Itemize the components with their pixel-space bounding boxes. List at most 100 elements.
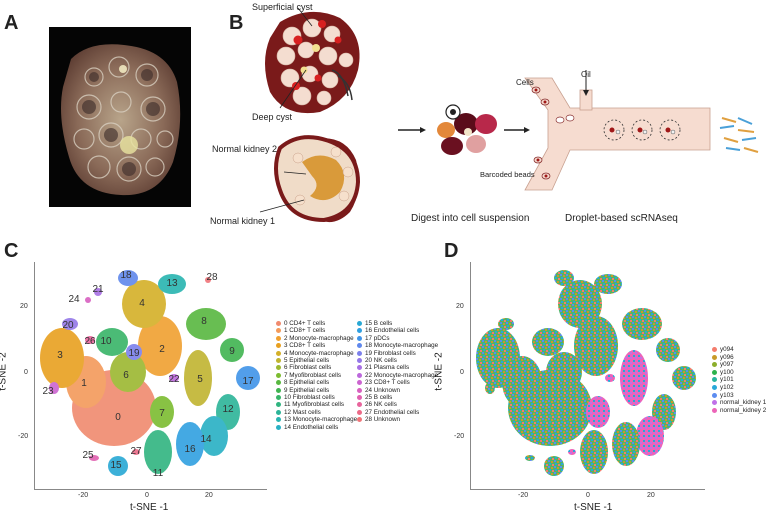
c-legend-label: 27 Endothelial cells: [365, 408, 420, 416]
cell-suspension-illustration: [437, 104, 497, 155]
cluster-label-5: 5: [197, 374, 203, 385]
d-legend-swatch: [712, 347, 717, 352]
d-xtick-neg20: -20: [518, 492, 529, 499]
cluster-label-24: 24: [68, 294, 80, 305]
c-legend-item: 7 Myofibroblast cells: [276, 372, 341, 379]
tsne-c-axes: [34, 262, 267, 490]
cluster-label-28: 28: [206, 272, 218, 283]
d-legend-item: y103: [712, 392, 734, 399]
c-legend-label: 28 Unknown: [365, 416, 401, 424]
c-legend-item: 0 CD4+ T cells: [276, 320, 325, 327]
c-legend-label: 18 Monocyte-macrophage: [365, 342, 439, 350]
label-barcoded-beads: Barcoded beads: [480, 170, 535, 179]
d-legend-swatch: [712, 392, 717, 398]
c-legend-swatch: [357, 365, 362, 371]
c-legend-swatch: [276, 343, 281, 349]
cluster-label-15: 15: [110, 460, 122, 471]
cluster-label-2: 2: [159, 344, 165, 355]
c-legend-swatch: [357, 372, 362, 378]
c-legend-item: 5 Epithelial cells: [276, 357, 329, 364]
kidney-photo: [49, 27, 191, 207]
d-legend-item: y100: [712, 369, 734, 376]
c-legend-swatch: [276, 424, 281, 430]
d-legend-swatch: [712, 377, 717, 383]
c-legend-swatch: [276, 365, 281, 371]
tsne-d-plot: [476, 270, 696, 476]
cluster-label-23: 23: [42, 386, 54, 397]
panel-letter-c: C: [4, 240, 19, 262]
c-legend-item: 6 Fibroblast cells: [276, 364, 331, 371]
c-legend-swatch: [276, 417, 281, 423]
d-ytick-neg20: -20: [454, 433, 465, 440]
microfluidic-chip-illustration: [524, 70, 711, 191]
cluster-label-25: 25: [82, 450, 94, 461]
workflow-diagram: [259, 7, 759, 223]
c-legend-label: 3 CD8+ T cells: [284, 342, 326, 350]
c-legend-swatch: [357, 380, 362, 386]
label-oil: Oil: [581, 70, 591, 79]
c-ylabel: t-SNE -2: [0, 352, 9, 391]
cluster-label-19: 19: [128, 348, 140, 359]
cluster-label-9: 9: [229, 346, 235, 357]
d-legend-label: y094: [720, 346, 734, 353]
d-legend-label: y101: [720, 376, 734, 384]
c-legend-item: 21 Plasma cells: [357, 364, 409, 371]
cluster-label-17: 17: [242, 376, 254, 387]
cluster-label-13: 13: [166, 278, 178, 289]
cluster-label-27: 27: [130, 446, 142, 457]
d-legend-swatch: [712, 362, 717, 368]
cluster-label-1: 1: [81, 378, 87, 389]
c-ytick-0: 0: [24, 369, 28, 376]
d-legend-label: y097: [720, 361, 734, 369]
cluster-label-4: 4: [139, 298, 145, 309]
c-legend-label: 0 CD4+ T cells: [284, 320, 326, 327]
d-legend-item: normal_kidney 1: [712, 399, 766, 406]
d-xtick-0: 0: [586, 492, 590, 499]
sequencing-reads-illustration: [719, 117, 759, 153]
c-legend-label: 17 pDCs: [365, 334, 390, 342]
c-legend-swatch: [357, 395, 362, 400]
c-legend-item: 1 CD8+ T cells: [276, 327, 325, 334]
cluster-label-26: 26: [84, 336, 96, 347]
c-legend-item: 4 Monocyte-macrophage: [276, 350, 354, 357]
c-legend-item: 3 CD8+ T cells: [276, 342, 325, 349]
c-legend-swatch: [276, 402, 281, 408]
d-legend-item: y096: [712, 354, 734, 361]
c-legend-swatch: [357, 409, 362, 415]
c-legend-label: 5 Epithelial cells: [284, 357, 330, 364]
c-legend-item: 19 Fibroblast cells: [357, 350, 416, 357]
label-normal-kidney-2: Normal kidney 2: [212, 144, 278, 154]
c-legend-label: 20 NK cells: [365, 357, 397, 364]
cluster-label-22: 22: [168, 374, 180, 385]
d-ylabel: t-SNE -2: [433, 352, 445, 391]
label-normal-kidney-1: Normal kidney 1: [210, 216, 276, 226]
c-legend-swatch: [357, 343, 362, 349]
cluster-label-8: 8: [201, 316, 207, 327]
c-legend-label: 14 Endothelial cells: [284, 423, 339, 431]
d-legend-label: y102: [720, 384, 734, 391]
c-legend-label: 2 Monocyte-macrophage: [284, 334, 354, 342]
cluster-label-20: 20: [62, 320, 74, 331]
cluster-label-21: 21: [92, 284, 104, 295]
c-legend-swatch: [276, 387, 281, 393]
c-legend-label: 7 Myofibroblast cells: [284, 371, 342, 379]
d-legend-item: y101: [712, 376, 734, 383]
c-legend-swatch: [357, 402, 362, 408]
cluster-label-7: 7: [159, 408, 165, 419]
tsne-d-axes: [470, 262, 705, 490]
label-superficial-cyst: Superficial cyst: [252, 2, 313, 12]
d-ytick-20: 20: [456, 303, 464, 310]
cluster-label-12: 12: [222, 404, 234, 415]
c-legend-swatch: [276, 358, 281, 363]
c-legend-item: 18 Monocyte-macrophage: [357, 342, 438, 349]
c-legend-swatch: [276, 328, 281, 334]
c-legend-label: 16 Endothelial cells: [365, 327, 420, 335]
c-legend-item: 10 Fibroblast cells: [276, 394, 335, 401]
c-xlabel: t-SNE -1: [130, 502, 169, 513]
d-xlabel: t-SNE -1: [574, 502, 613, 513]
cystic-kidney-illustration: [265, 7, 360, 114]
d-legend-label: normal_kidney 1: [720, 399, 767, 407]
c-legend-item: 28 Unknown: [357, 416, 400, 423]
c-legend-label: 24 Unknown: [365, 386, 401, 394]
d-legend-item: y097: [712, 361, 734, 368]
